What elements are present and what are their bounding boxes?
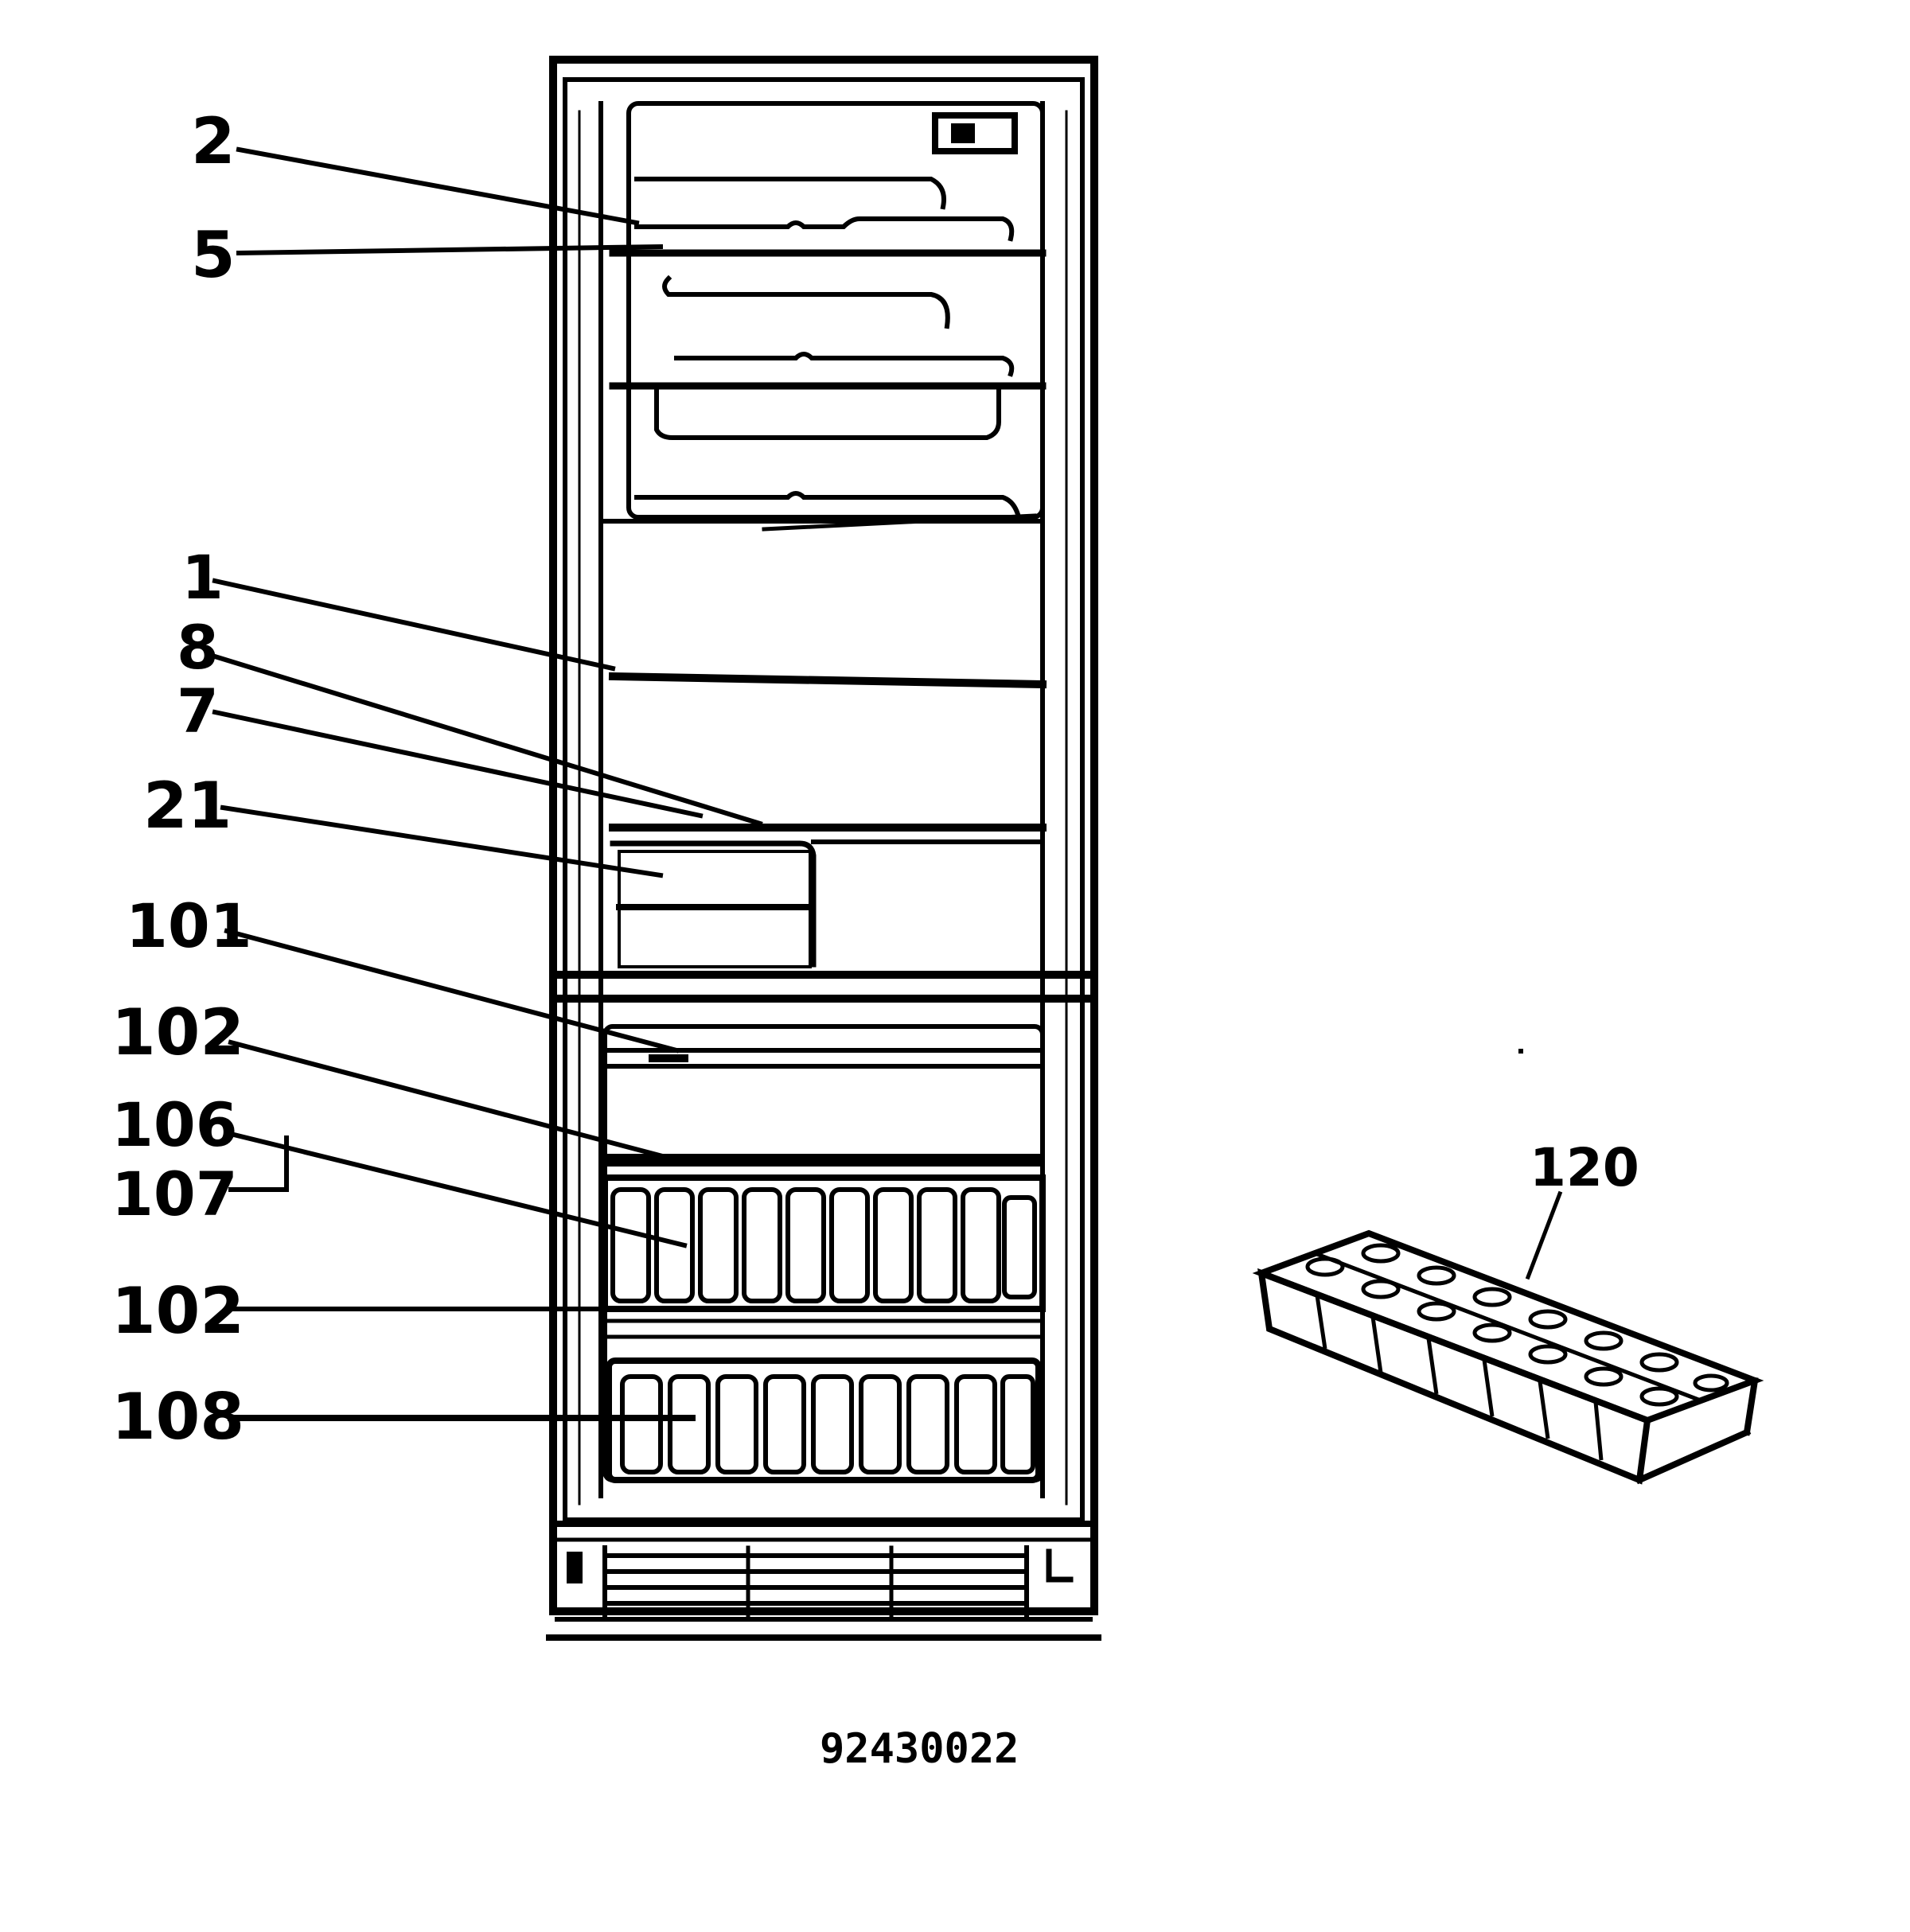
callout-106: 106 xyxy=(111,1089,238,1160)
leader-7 xyxy=(212,709,704,819)
upper-drawer-slots xyxy=(610,1187,1037,1303)
leader-106-107 xyxy=(228,1131,688,1248)
callout-7: 7 xyxy=(177,676,219,746)
leader-lines xyxy=(212,146,1563,1421)
callout-1: 1 xyxy=(181,542,224,613)
drawing-code: 92430022 xyxy=(820,1725,1019,1773)
leader-8 xyxy=(212,653,763,827)
callout-102: 102 xyxy=(111,995,244,1069)
callout-101: 101 xyxy=(126,890,252,961)
fresh-food-compartment xyxy=(553,513,1094,1003)
leader-1 xyxy=(212,578,616,672)
top-compartment xyxy=(609,101,1047,520)
base-grille xyxy=(546,1521,1101,1641)
lower-drawer-slots xyxy=(620,1374,1035,1474)
callout-labels: 2 5 1 8 7 21 101 102 106 107 102 108 120 xyxy=(111,104,1639,1454)
leader-120 xyxy=(1525,1190,1563,1280)
leader-5 xyxy=(236,243,664,256)
lower-freezer-compartment xyxy=(602,1024,1046,1483)
callout-5: 5 xyxy=(191,218,236,292)
leader-21 xyxy=(220,804,664,878)
callout-102-lower: 102 xyxy=(111,1274,244,1348)
callout-2: 2 xyxy=(191,104,236,178)
callout-120: 120 xyxy=(1530,1137,1639,1198)
leader-102a xyxy=(228,1039,672,1161)
callout-8: 8 xyxy=(177,612,219,683)
leader-2 xyxy=(236,146,640,226)
stray-dot xyxy=(1518,1049,1523,1054)
callout-107: 107 xyxy=(111,1159,238,1229)
callout-21: 21 xyxy=(143,769,232,843)
callout-108: 108 xyxy=(111,1380,244,1454)
leader-101 xyxy=(224,928,680,1054)
ice-cube-tray xyxy=(1252,1229,1764,1485)
